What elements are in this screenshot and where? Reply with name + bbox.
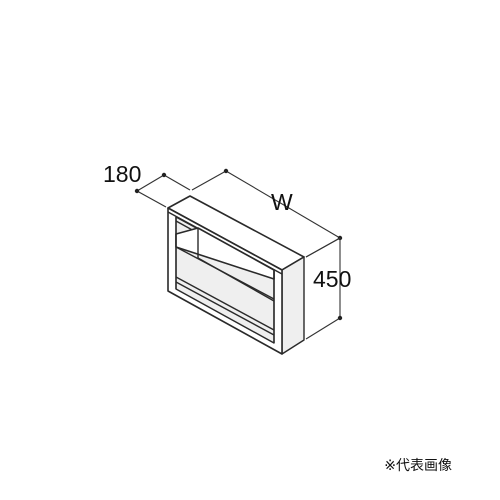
cabinet-side-face: [281, 256, 305, 355]
height-label: 450: [313, 266, 351, 292]
depth-dimension: 180: [103, 161, 191, 208]
bottom-board-inner-edge: [175, 276, 275, 331]
height-dimension: 450: [305, 237, 351, 340]
representative-image-note: ※代表画像: [384, 458, 452, 474]
lower-back-edge: [197, 257, 275, 302]
width-label: W: [271, 189, 293, 215]
bottom-board-edge: [175, 281, 275, 336]
open-shelf-cabinet: [167, 195, 305, 355]
depth-label: 180: [103, 161, 141, 187]
